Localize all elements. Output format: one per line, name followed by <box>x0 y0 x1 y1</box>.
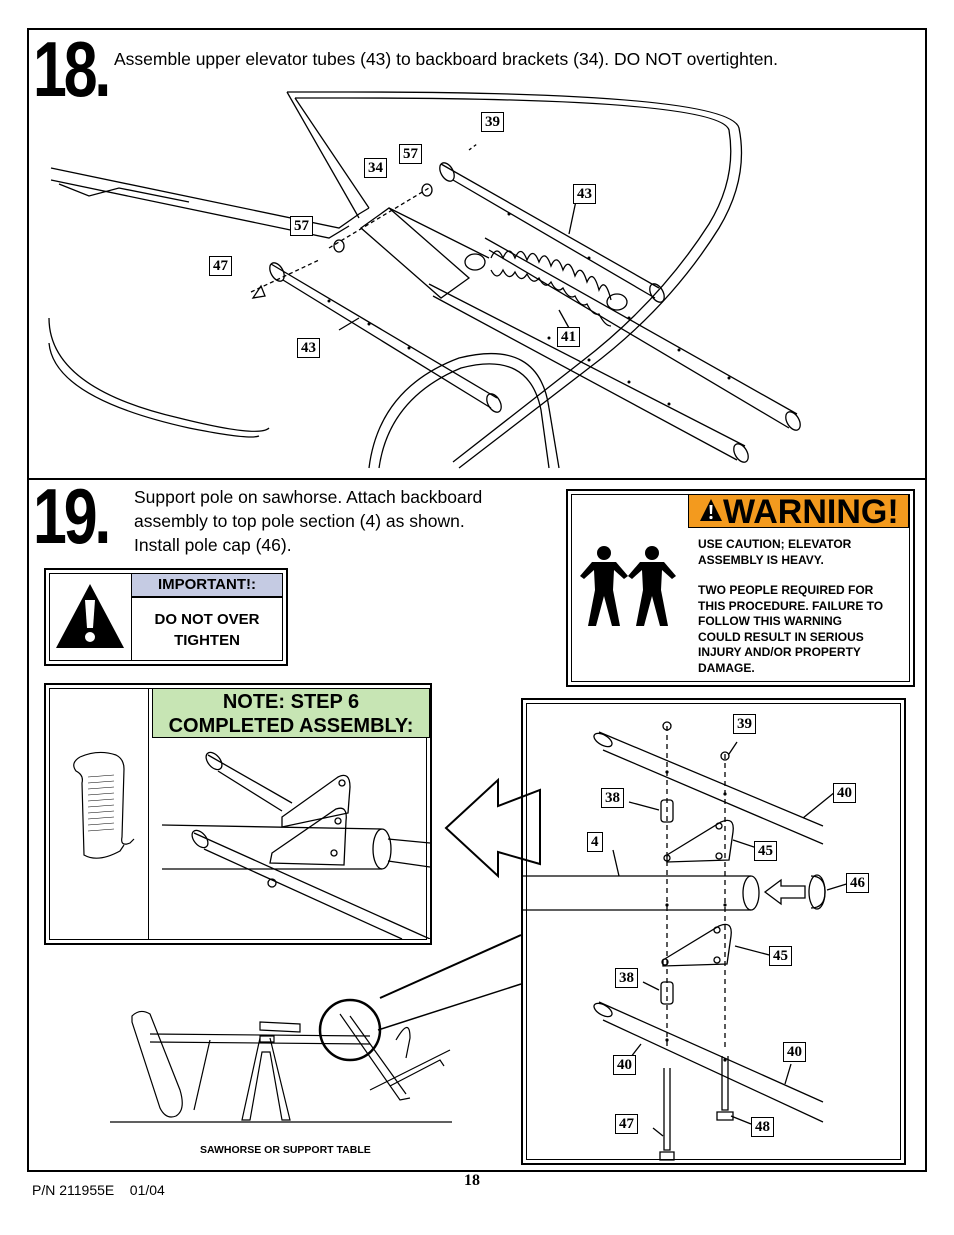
warning-notice: WARNING! USE CAUTION; ELEVATOR ASSEMBLY … <box>566 489 915 687</box>
detail-exploded-view <box>521 698 906 1165</box>
callout-part-39: 39 <box>733 714 756 734</box>
important-line-1: DO NOT OVER <box>154 611 260 628</box>
warning-line-8: DAMAGE. <box>698 660 755 675</box>
warning-line-3: TWO PEOPLE REQUIRED FOR <box>698 583 874 597</box>
callout-part-34: 34 <box>364 158 387 178</box>
step-19-number: 19. <box>33 472 111 560</box>
callout-part-40: 40 <box>783 1042 806 1062</box>
callout-part-45: 45 <box>769 946 792 966</box>
step-19-instruction-line-1: Support pole on sawhorse. Attach backboa… <box>134 487 483 507</box>
note-line-2: COMPLETED ASSEMBLY: <box>168 715 414 737</box>
callout-part-45: 45 <box>754 841 777 861</box>
warning-line-1: USE CAUTION; ELEVATOR <box>698 537 852 551</box>
step-19-panel <box>27 478 927 1172</box>
part-number: P/N 211955E 01/04 <box>32 1182 165 1198</box>
callout-part-39: 39 <box>481 112 504 132</box>
warning-triangle-icon <box>700 499 722 521</box>
note-line-1: NOTE: STEP 6 <box>222 691 360 713</box>
note-heading: NOTE: STEP 6 COMPLETED ASSEMBLY: <box>152 688 430 738</box>
arrow-left-icon <box>444 777 541 879</box>
callout-part-43: 43 <box>573 184 596 204</box>
callout-part-57: 57 <box>399 144 422 164</box>
step-18-instruction: Assemble upper elevator tubes (43) to ba… <box>114 49 779 69</box>
step-19-instruction-line-3: Install pole cap (46). <box>134 535 292 555</box>
step-18-number: 18. <box>33 25 111 113</box>
warning-heading-text: WARNING! <box>723 493 899 531</box>
important-line-2: TIGHTEN <box>174 632 240 649</box>
detail-illustration <box>523 721 854 1161</box>
callout-part-38: 38 <box>615 968 638 988</box>
callout-part-4: 4 <box>587 832 603 852</box>
warning-heading: WARNING! <box>688 493 909 531</box>
two-people-icon <box>580 546 676 626</box>
callout-part-40: 40 <box>833 783 856 803</box>
callout-part-46: 46 <box>846 873 869 893</box>
callout-part-47: 47 <box>209 256 232 276</box>
important-heading: IMPORTANT!: <box>131 573 283 597</box>
callout-part-40: 40 <box>613 1055 636 1075</box>
bracket-clip-icon <box>73 751 135 859</box>
page-number: 18 <box>464 1172 480 1189</box>
callout-part-47: 47 <box>615 1114 638 1134</box>
warning-line-4: THIS PROCEDURE. FAILURE TO <box>698 598 884 613</box>
warning-line-7: INJURY AND/OR PROPERTY <box>698 645 861 659</box>
callout-part-43: 43 <box>297 338 320 358</box>
important-body: DO NOT OVER TIGHTEN <box>131 597 283 661</box>
callout-part-57: 57 <box>290 216 313 236</box>
step-18-illustration <box>48 91 801 469</box>
warning-line-6: COULD RESULT IN SERIOUS <box>698 629 864 644</box>
warning-line-5: FOLLOW THIS WARNING <box>698 614 842 628</box>
warning-line-2: ASSEMBLY IS HEAVY. <box>698 552 824 567</box>
warning-body: USE CAUTION; ELEVATOR ASSEMBLY IS HEAVY.… <box>698 537 912 676</box>
sawhorse-label: SAWHORSE OR SUPPORT TABLE <box>200 1144 371 1156</box>
callout-part-48: 48 <box>751 1117 774 1137</box>
callout-part-38: 38 <box>601 788 624 808</box>
note-completed-assembly: NOTE: STEP 6 COMPLETED ASSEMBLY: <box>44 683 432 945</box>
step-19-instruction-line-2: assembly to top pole section (4) as show… <box>134 511 465 531</box>
exclamation-triangle-icon <box>56 584 124 648</box>
completed-assembly-illustration <box>161 751 430 939</box>
callout-part-41: 41 <box>557 327 580 347</box>
important-notice: IMPORTANT!: DO NOT OVER TIGHTEN <box>44 568 288 666</box>
